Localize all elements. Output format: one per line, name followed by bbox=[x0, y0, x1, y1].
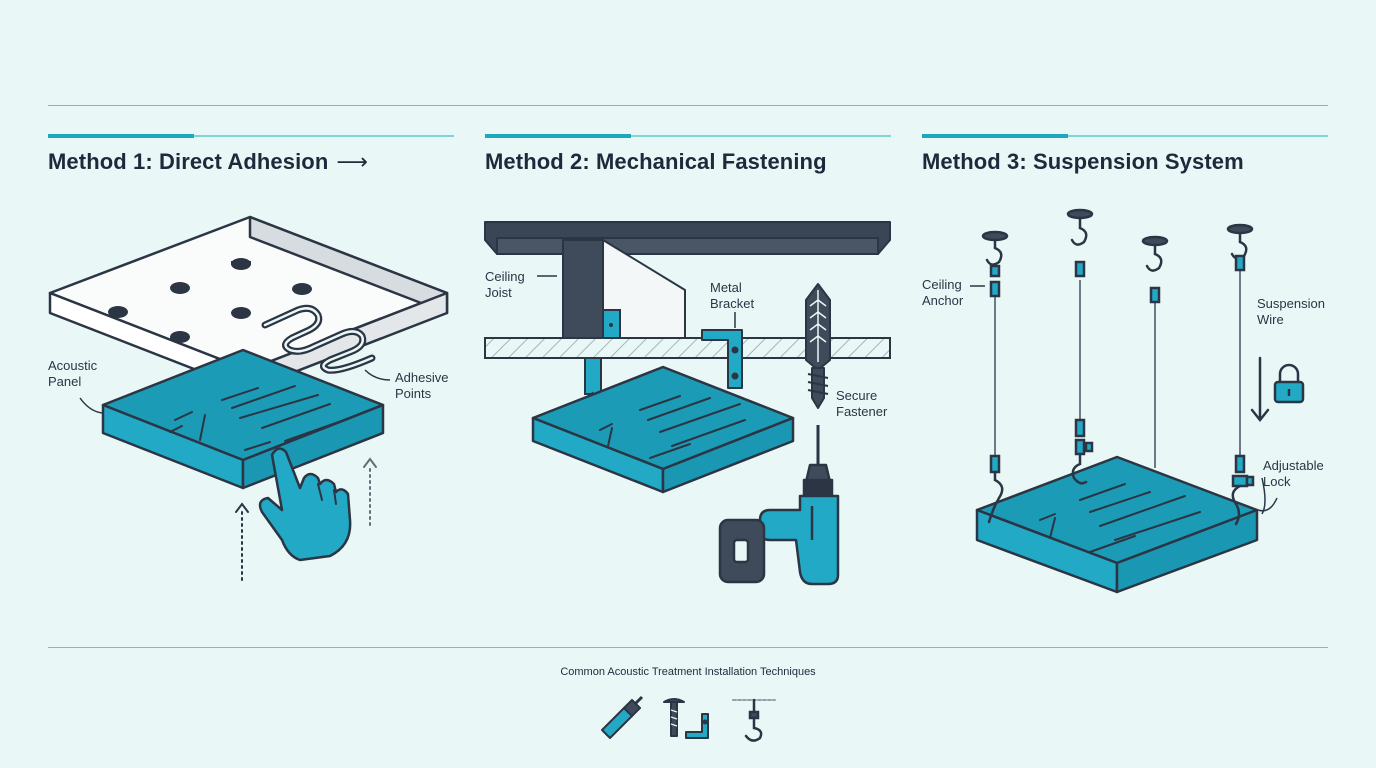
top-divider bbox=[48, 105, 1328, 106]
label-ceiling-joist-line2: Joist bbox=[485, 285, 512, 300]
label-ceiling-anchor-line1: Ceiling bbox=[922, 277, 962, 292]
label-acoustic-panel-line1: Acoustic bbox=[48, 358, 98, 373]
label-adhesive-points-line1: Adhesive bbox=[395, 370, 449, 385]
adhesive-tube-icon bbox=[601, 695, 644, 739]
footer-caption: Common Acoustic Treatment Installation T… bbox=[560, 666, 816, 678]
acoustic-panel-3 bbox=[975, 455, 1259, 594]
method-2-header-rule bbox=[485, 134, 891, 138]
label-ceiling-joist-line1: Ceiling bbox=[485, 269, 525, 284]
ceiling-surface bbox=[484, 337, 891, 359]
hook-icon bbox=[732, 698, 776, 742]
label-secure-fastener: Secure Fastener bbox=[836, 388, 887, 420]
method-3-title: Method 3: Suspension System bbox=[922, 149, 1244, 174]
label-secure-fastener-line2: Fastener bbox=[836, 404, 888, 419]
label-acoustic-panel-line2: Panel bbox=[48, 374, 82, 389]
label-ceiling-anchor-line2: Anchor bbox=[922, 293, 964, 308]
label-ceiling-anchor: Ceiling Anchor bbox=[922, 277, 963, 309]
ceiling-anchors bbox=[981, 208, 1254, 304]
bottom-divider bbox=[48, 647, 1328, 648]
screw-anchor-icon bbox=[805, 283, 831, 409]
ceiling-beam bbox=[484, 221, 891, 255]
anchor-hook-icon bbox=[981, 230, 1009, 298]
method-3-illustration bbox=[970, 208, 1305, 594]
label-metal-bracket-line2: Bracket bbox=[710, 296, 755, 311]
label-suspension-wire: Suspension Wire bbox=[1257, 296, 1325, 328]
pushing-hand-icon bbox=[258, 447, 352, 562]
method-1-title-text: Method 1: Direct Adhesion bbox=[48, 149, 329, 174]
adhesive-dots bbox=[108, 258, 312, 343]
label-adhesive-points: Adhesive Points bbox=[395, 370, 448, 402]
label-ceiling-joist: Ceiling Joist bbox=[485, 269, 525, 301]
label-metal-bracket: Metal Bracket bbox=[710, 280, 754, 312]
label-suspension-wire-line1: Suspension bbox=[1257, 296, 1325, 311]
lock-icon bbox=[1273, 363, 1305, 404]
method-1-illustration bbox=[48, 215, 449, 581]
label-metal-bracket-line1: Metal bbox=[710, 280, 742, 295]
label-acoustic-panel: Acoustic Panel bbox=[48, 358, 97, 390]
label-adjustable-lock: Adjustable Lock bbox=[1263, 458, 1324, 490]
label-suspension-wire-line2: Wire bbox=[1257, 312, 1284, 327]
method-1-title: Method 1: Direct Adhesion ⟶ bbox=[48, 149, 368, 175]
arrow-right-icon: ⟶ bbox=[336, 149, 369, 174]
label-adjustable-lock-line1: Adjustable bbox=[1263, 458, 1324, 473]
lower-arrow-icon bbox=[1250, 356, 1270, 423]
anchor-hook-icon bbox=[1226, 223, 1254, 272]
acoustic-panel-2 bbox=[531, 365, 795, 494]
ceiling-joist bbox=[562, 239, 604, 339]
power-drill-icon bbox=[718, 425, 840, 586]
suspension-wires bbox=[994, 270, 1241, 468]
anchor-hook-icon bbox=[1141, 235, 1169, 304]
ceiling-slab bbox=[48, 215, 449, 392]
metal-bracket bbox=[701, 329, 743, 389]
label-secure-fastener-line1: Secure bbox=[836, 388, 878, 403]
adjustable-locks bbox=[987, 418, 1255, 526]
label-adjustable-lock-line2: Lock bbox=[1263, 474, 1291, 489]
method-2-illustration bbox=[484, 221, 891, 586]
method-3-header-rule bbox=[922, 134, 1328, 138]
method-1-header-rule bbox=[48, 134, 454, 138]
screw-bracket-icon bbox=[663, 698, 709, 739]
label-adhesive-points-line2: Points bbox=[395, 386, 432, 401]
method-2-title: Method 2: Mechanical Fastening bbox=[485, 149, 827, 174]
anchor-hook-icon bbox=[1066, 208, 1094, 278]
